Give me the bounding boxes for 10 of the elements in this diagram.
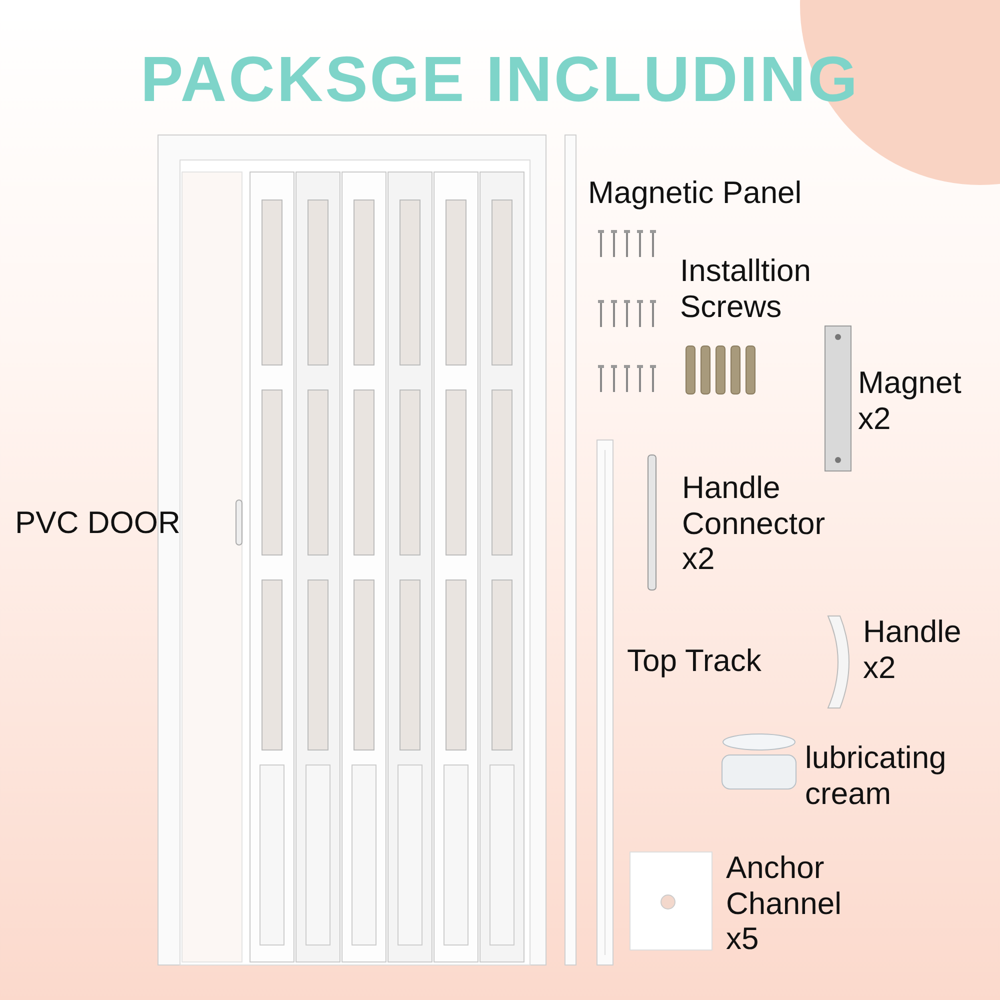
part-label: Handle Connector x2	[682, 470, 826, 577]
part-label: Handle x2	[863, 614, 962, 686]
title: PACKSGE INCLUDING	[139, 42, 861, 116]
part-label: Installtion Screws	[680, 253, 812, 324]
part-label: Anchor Channel x5	[726, 850, 842, 957]
part-label: lubricating cream	[805, 740, 948, 812]
part-label: Top Track	[627, 643, 762, 679]
part-label: Magnet x2	[858, 365, 962, 436]
part-label: PVC DOOR	[15, 505, 182, 541]
part-label: Magnetic Panel	[588, 175, 803, 211]
